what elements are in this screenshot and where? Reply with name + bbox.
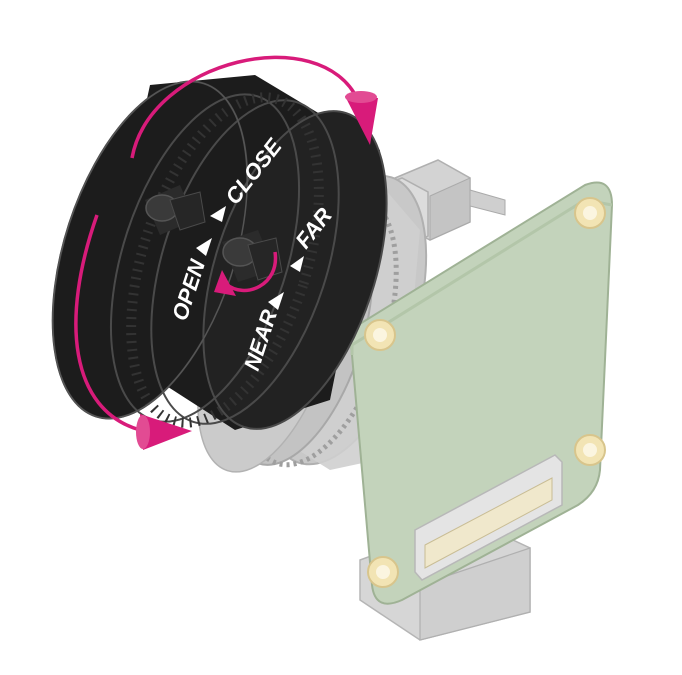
mount-hole	[367, 556, 399, 588]
mount-hole	[364, 319, 396, 351]
near-arrow-icon	[268, 292, 284, 310]
rotate-arrows-icon	[74, 55, 378, 450]
open-arrow-icon	[196, 238, 212, 256]
rotate-arrow-icon	[214, 251, 278, 296]
camera-board	[348, 181, 614, 605]
mount-hole	[574, 197, 606, 229]
mount-hole	[574, 434, 606, 466]
far-arrow-icon	[290, 256, 304, 272]
close-arrow-icon	[210, 206, 226, 222]
aperture-lock-screw[interactable]	[145, 185, 206, 235]
ribbon-connector	[414, 454, 563, 581]
